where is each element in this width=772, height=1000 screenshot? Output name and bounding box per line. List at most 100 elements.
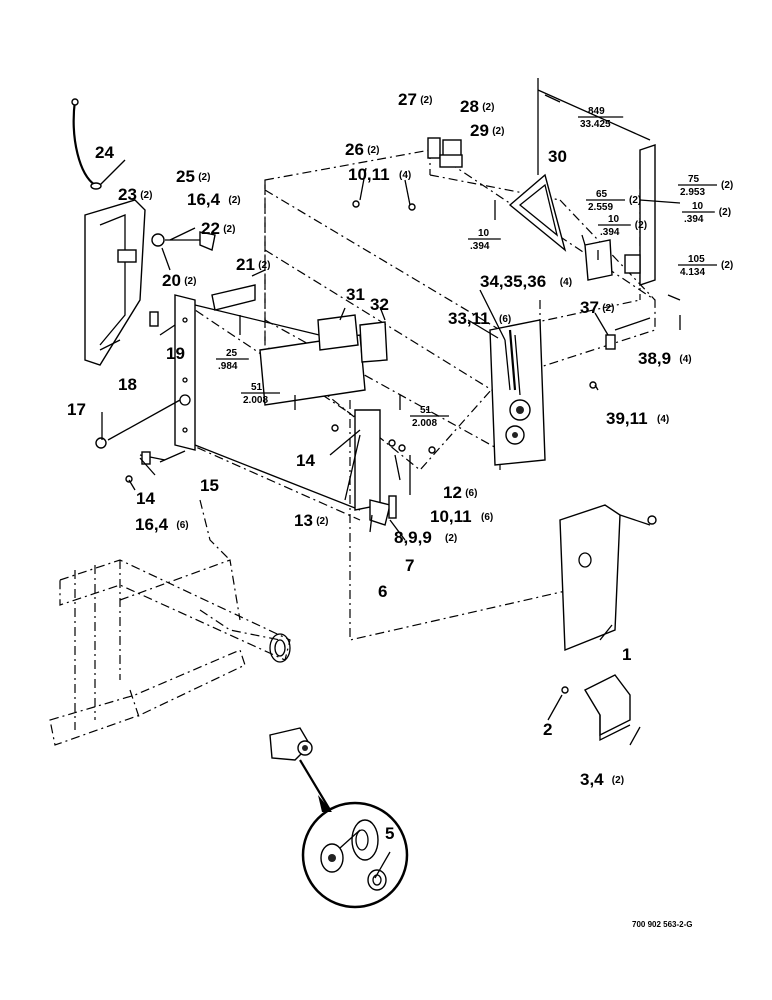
callout-qty-12: (6) — [465, 488, 477, 499]
shield-part-18 — [84, 199, 146, 366]
warning-triangle-part-30 — [508, 173, 567, 252]
callout-16_4_b: 16,4 — [135, 515, 169, 534]
dimension-d51a: 51 2.008 — [241, 382, 280, 406]
mounting-plate — [211, 284, 391, 526]
callout-30: 30 — [548, 147, 567, 166]
callout-32: 32 — [370, 295, 389, 314]
hitch-frame — [49, 559, 291, 746]
callout-qty-23: (2) — [140, 190, 152, 201]
callout-10_11_b: 10,11 — [430, 507, 472, 526]
callout-15: 15 — [200, 476, 219, 495]
callout-22: 22 — [201, 219, 220, 238]
dimension-qty: (2) — [629, 195, 641, 206]
dimension-mm: 25 — [226, 348, 238, 359]
callout-3_4: 3,4 — [580, 770, 604, 789]
dimension-d10c: 10 .394 — [468, 228, 501, 252]
dimension-qty: (2) — [721, 260, 733, 271]
callout-qty-21: (2) — [258, 260, 270, 271]
dimension-inch: 2.953 — [680, 187, 705, 198]
callout-10_11_a: 10,11 — [348, 165, 390, 184]
dimension-inch: .394 — [600, 227, 620, 238]
callout-18: 18 — [118, 375, 137, 394]
dimension-inch: 4.134 — [680, 267, 705, 278]
side-panel-part-15 — [174, 294, 361, 511]
callout-29: 29 — [470, 121, 489, 140]
bracket-panel — [584, 144, 656, 286]
callout-24: 24 — [95, 143, 114, 162]
callout-qty-27: (2) — [420, 95, 432, 106]
callout-qty-28: (2) — [482, 102, 494, 113]
callout-qty-8_9_9: (2) — [445, 533, 457, 544]
detail-view-5 — [299, 759, 409, 909]
dimension-mm: 51 — [251, 382, 263, 393]
dimension-inch: 2.559 — [588, 202, 613, 213]
callout-1: 1 — [622, 645, 631, 664]
callout-26: 26 — [345, 140, 364, 159]
callout-qty-25: (2) — [198, 172, 210, 183]
bearing-unit — [269, 727, 313, 761]
cable-part-24 — [71, 98, 102, 190]
callout-qty-39_11: (4) — [657, 414, 669, 425]
callout-27: 27 — [398, 90, 417, 109]
dimension-qty: (2) — [635, 220, 647, 231]
dimension-qty: (2) — [721, 180, 733, 191]
dimension-mm: 65 — [596, 189, 608, 200]
dimension-d65: 65 2.559 (2) — [586, 189, 641, 213]
callout-13: 13 — [294, 511, 313, 530]
callout-17: 17 — [67, 400, 86, 419]
callout-19: 19 — [166, 344, 185, 363]
callout-12: 12 — [443, 483, 462, 502]
callout-23: 23 — [118, 185, 137, 204]
dimension-labels: 84933.425752.953(2)10.394(2)652.559(2)10… — [216, 106, 733, 429]
dimension-d75: 752.953(2) — [678, 174, 733, 198]
dimension-mm: 10 — [478, 228, 490, 239]
callout-qty-38_9: (4) — [679, 354, 691, 365]
dimension-inch: 2.008 — [243, 395, 268, 406]
callout-16_4_a: 16,4 — [187, 190, 221, 209]
dimension-d10a: 10.394(2) — [682, 201, 731, 225]
dimension-mm: 10 — [608, 214, 620, 225]
callout-2: 2 — [543, 720, 552, 739]
callout-6: 6 — [378, 582, 387, 601]
callout-34_35_36: 34,35,36 — [480, 272, 546, 291]
dimension-qty: (2) — [719, 207, 731, 218]
callout-39_11: 39,11 — [606, 409, 648, 428]
callout-38_9: 38,9 — [638, 349, 671, 368]
callout-qty-26: (2) — [367, 145, 379, 156]
callout-qty-37: (2) — [602, 303, 614, 314]
dimension-d25: 25 .984 — [216, 348, 249, 372]
callout-21: 21 — [236, 255, 255, 274]
callout-28: 28 — [460, 97, 479, 116]
decals-27-29 — [427, 137, 463, 168]
callout-qty-34_35_36: (4) — [560, 277, 572, 288]
hardware — [95, 200, 616, 519]
callout-31: 31 — [346, 285, 365, 304]
dimension-d51b: 512.008 — [410, 405, 449, 429]
callout-5: 5 — [385, 824, 394, 843]
bracket-part-2 — [561, 674, 631, 742]
dimension-inch: .984 — [218, 361, 238, 372]
callout-qty-22: (2) — [223, 224, 235, 235]
dimension-mm: 105 — [688, 254, 705, 265]
callout-qty-13: (2) — [316, 516, 328, 527]
callout-qty-29: (2) — [492, 126, 504, 137]
dimension-d105: 105 4.134 (2) — [678, 254, 733, 278]
drawing-reference: 700 902 563-2-G — [632, 920, 693, 929]
callout-qty-10_11_b: (6) — [481, 512, 493, 523]
callout-qty-3_4: (2) — [612, 775, 624, 786]
callout-14_a: 14 — [296, 451, 315, 470]
dimension-d10b: 10 .394 (2) — [598, 214, 647, 238]
dimension-inch: 33.425 — [580, 119, 611, 130]
callout-14_b: 14 — [136, 489, 155, 508]
leader-lines — [99, 159, 651, 746]
callout-labels: 2427(2)28(2)29(2)3026(2)10,11(4)25(2)23(… — [67, 90, 692, 843]
callout-qty-16_4_a: (2) — [228, 195, 240, 206]
dimension-inch: .394 — [470, 241, 490, 252]
dimension-inch: 2.008 — [412, 418, 437, 429]
dimension-lines — [239, 78, 681, 410]
gearbox-assembly — [489, 319, 546, 466]
callout-qty-10_11_a: (4) — [399, 170, 411, 181]
callout-37: 37 — [580, 298, 599, 317]
